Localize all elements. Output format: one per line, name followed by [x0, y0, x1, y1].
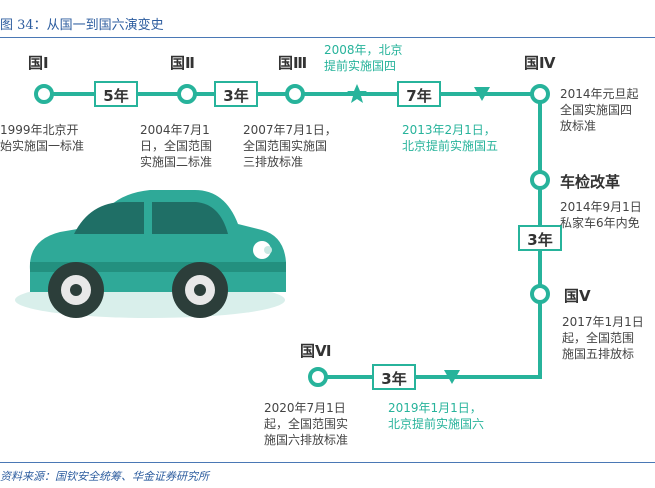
source-note: 资料来源：国钦安全统筹、华金证券研究所	[0, 470, 209, 483]
gap-box-2: 3年	[214, 81, 258, 107]
stage-desc-7: 2020年7月1日 起，全国范围实 施国六排放标准	[264, 401, 349, 447]
stage-desc-5: 2014年9月1日 私家车6年内免	[560, 200, 642, 230]
milestone-circle-3	[285, 84, 305, 104]
gap-box-4: 3年	[518, 225, 562, 251]
stage-label-3: 国Ⅲ	[278, 54, 308, 72]
milestone-circle-6	[530, 284, 550, 304]
top-rule	[0, 37, 655, 38]
stage-label-6: 国Ⅴ	[564, 287, 591, 305]
figure-title: 图 34：从国一到国六演变史	[0, 18, 164, 33]
car-illustration	[15, 190, 286, 318]
stage-label-7: 国Ⅵ	[300, 342, 332, 360]
gap-box-3: 7年	[397, 81, 441, 107]
beijing-note-3: 2019年1月1日， 北京提前实施国六	[388, 401, 485, 431]
down-triangle-marker-2	[444, 370, 460, 384]
stage-desc-3: 2007年7月1日， 全国范围实施国 三排放标准	[243, 123, 337, 169]
milestone-circle-2	[177, 84, 197, 104]
stage-desc-4: 2014年元旦起 全国实施国四 放标准	[560, 87, 639, 133]
stage-label-2: 国Ⅱ	[170, 54, 195, 72]
down-triangle-marker-1	[474, 87, 490, 101]
stage-desc-6: 2017年1月1日 起，全国范围 施国五排放标	[562, 315, 644, 361]
stage-label-4: 国Ⅳ	[524, 54, 556, 72]
milestone-circle-5	[530, 170, 550, 190]
star-marker	[347, 84, 367, 103]
gap-box-1: 5年	[94, 81, 138, 107]
beijing-note-2: 2013年2月1日， 北京提前实施国五	[402, 123, 499, 153]
beijing-note-1: 2008年，北京 提前实施国四	[324, 43, 403, 73]
milestone-circle-4	[530, 84, 550, 104]
stage-label-1: 国Ⅰ	[28, 54, 49, 72]
stage-desc-2: 2004年7月1 日，全国范围 实施国二标准	[140, 123, 213, 169]
milestone-circle-7	[308, 367, 328, 387]
stage-desc-1: 1999年北京开 始实施国一标准	[0, 123, 85, 153]
stage-label-5: 车检改革	[560, 173, 621, 191]
milestone-circle-1	[34, 84, 54, 104]
bottom-rule	[0, 462, 655, 463]
gap-box-5: 3年	[372, 364, 416, 390]
